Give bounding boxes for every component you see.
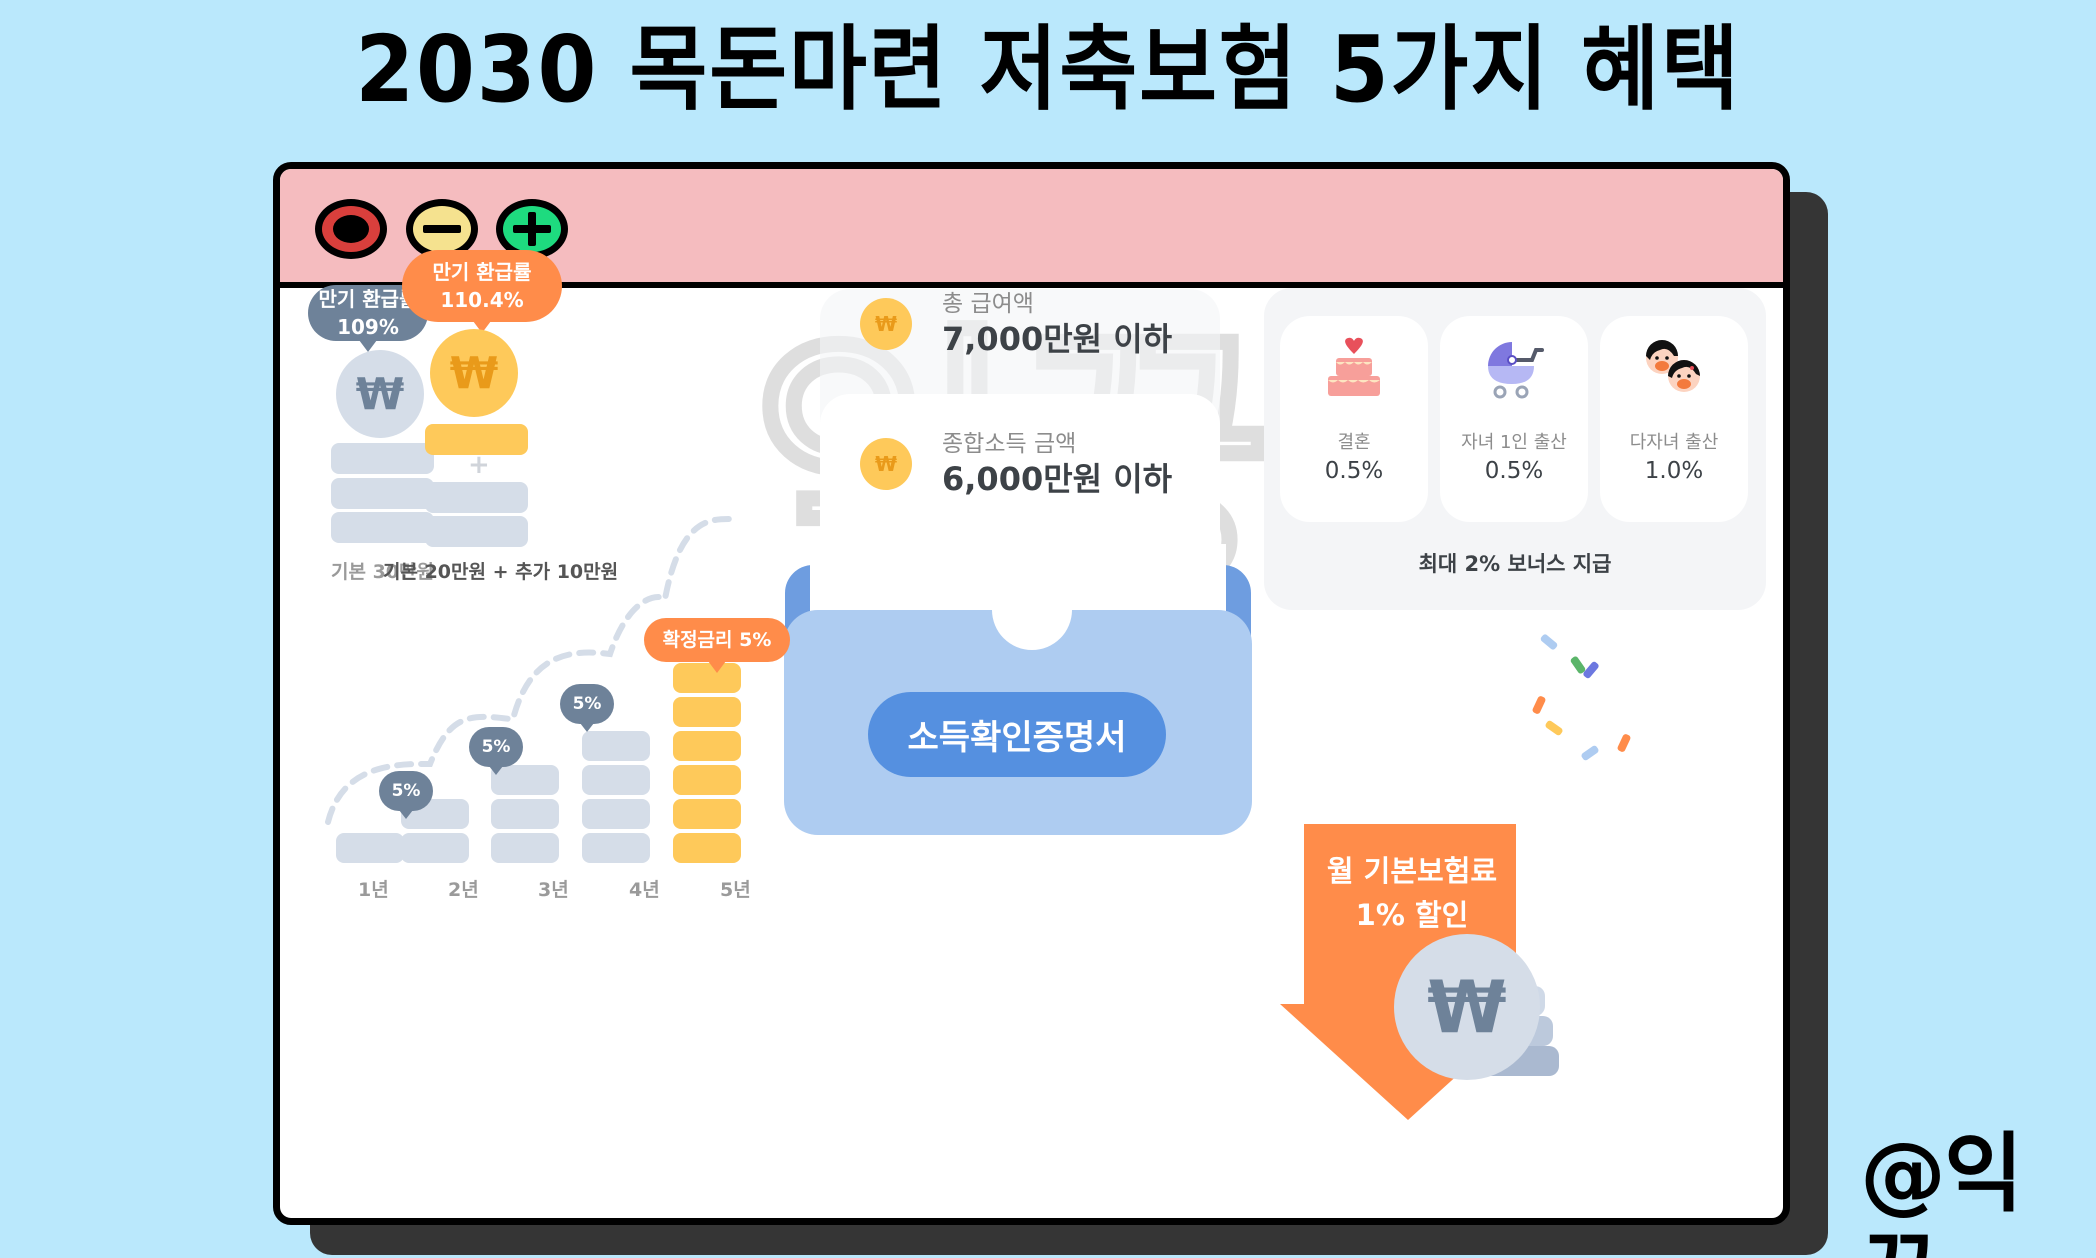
won-coin-icon: ₩ xyxy=(860,298,912,350)
year-label: 4년 xyxy=(629,879,660,901)
coin-stack-bar xyxy=(331,512,434,543)
coin-stack-bar xyxy=(425,482,528,513)
year-3-stack-bar xyxy=(491,799,559,829)
author-handle: @익꿍 xyxy=(1860,1124,2023,1258)
year-4-stack-bar xyxy=(582,765,650,795)
won-coin-icon: ₩ xyxy=(430,329,518,417)
rate-bubble: 5% xyxy=(560,684,614,732)
income-row-total: ₩ 종합소득 금액 6,000만원 이하 xyxy=(860,429,1172,499)
dashed-growth-line xyxy=(325,516,733,825)
year-label: 2년 xyxy=(448,879,479,901)
income-label: 총 급여액 xyxy=(942,291,1034,317)
coin-stack-bar xyxy=(331,478,434,509)
year-4-stack-bar xyxy=(582,731,650,761)
discount-line2: 1% 할인 xyxy=(1355,898,1469,932)
extra-refund-bubble: 만기 환급률 110.4% xyxy=(402,250,562,333)
income-row-salary: ₩ 총 급여액 7,000만원 이하 xyxy=(860,289,1172,359)
year-5-stack-bar xyxy=(673,765,741,795)
year-5-stack-bar xyxy=(673,731,741,761)
plus-icon: + xyxy=(468,450,490,480)
wedding-cake-icon xyxy=(1280,336,1428,406)
discount-text: 월 기본보험료 1% 할인 xyxy=(1272,849,1552,937)
coin-stack-bar xyxy=(331,443,434,474)
discount-line1: 월 기본보험료 xyxy=(1326,854,1498,888)
bubble-label: 만기 환급률 xyxy=(318,287,418,311)
bonus-value: 0.5% xyxy=(1484,458,1544,484)
bonus-value: 1.0% xyxy=(1644,458,1704,484)
year-4-stack-bar xyxy=(582,799,650,829)
bonus-card-one-child: 자녀 1인 출산 0.5% xyxy=(1440,316,1588,522)
won-coin-icon: ₩ xyxy=(860,438,912,490)
bonus-card-multi-child: 다자녀 출산 1.0% xyxy=(1600,316,1748,522)
app-window: 익꿍 만기 환급률 109% ₩ 기본 30만원 만기 환급률 110.4% ₩… xyxy=(273,162,1790,1225)
two-children-icon xyxy=(1600,336,1748,406)
won-symbol: ₩ xyxy=(355,368,405,420)
year-label: 3년 xyxy=(538,879,569,901)
baby-stroller-icon xyxy=(1440,336,1588,406)
year-label: 1년 xyxy=(358,879,389,901)
coin-stack-bar-gold xyxy=(425,424,528,455)
confetti-right xyxy=(1540,634,1631,752)
year-5-stack-bar xyxy=(673,697,741,727)
basic-caption: 기본 30만원 xyxy=(331,561,434,583)
coin-stack-bar xyxy=(425,516,528,547)
won-symbol: ₩ xyxy=(449,347,499,399)
year-5-stack-bar xyxy=(673,833,741,863)
year-4-stack-bar xyxy=(582,833,650,863)
page-title: 2030 목돈마련 저축보험 5가지 혜택 xyxy=(355,16,1741,123)
income-value: 7,000만원 이하 xyxy=(942,320,1173,358)
won-symbol: ₩ xyxy=(1427,965,1507,1049)
year-1-stack-bar xyxy=(336,833,404,863)
won-coin-icon: ₩ xyxy=(1394,934,1540,1080)
bubble-value: 110.4% xyxy=(440,288,524,312)
income-value: 6,000만원 이하 xyxy=(942,460,1173,498)
minimize-button[interactable] xyxy=(406,199,478,259)
extra-caption: 기본 20만원 + 추가 10만원 xyxy=(383,561,619,583)
year-5-stack-bar xyxy=(673,799,741,829)
year-5-stack-bar xyxy=(673,663,741,693)
bonus-value: 0.5% xyxy=(1324,458,1384,484)
won-coin-icon: ₩ xyxy=(336,350,424,438)
bubble-label: 만기 환급률 xyxy=(432,260,532,284)
rate-bubble: 5% xyxy=(469,727,523,775)
envelope-notch xyxy=(992,580,1072,650)
close-button[interactable] xyxy=(315,199,387,259)
bonus-label: 자녀 1인 출산 xyxy=(1461,432,1567,453)
confetti xyxy=(1532,656,1599,761)
bonus-panel: 결혼 0.5% 자녀 1인 출산 0.5% xyxy=(1264,288,1766,610)
fixed-rate-headline: 확정금리 5% xyxy=(644,618,790,673)
income-label: 종합소득 금액 xyxy=(942,431,1077,457)
bonus-label: 다자녀 출산 xyxy=(1629,432,1719,453)
income-certificate-button[interactable]: 소득확인증명서 xyxy=(868,692,1166,777)
bonus-card-marriage: 결혼 0.5% xyxy=(1280,316,1428,522)
rate-bubble: 5% xyxy=(379,771,433,819)
year-label: 5년 xyxy=(720,879,751,901)
year-2-stack-bar xyxy=(401,833,469,863)
bonus-footer: 최대 2% 보너스 지급 xyxy=(1418,552,1612,576)
year-3-stack-bar xyxy=(491,833,559,863)
window-content: 익꿍 만기 환급률 109% ₩ 기본 30만원 만기 환급률 110.4% ₩… xyxy=(280,250,1783,1218)
bonus-label: 결혼 xyxy=(1337,432,1371,453)
bubble-value: 109% xyxy=(337,315,399,339)
